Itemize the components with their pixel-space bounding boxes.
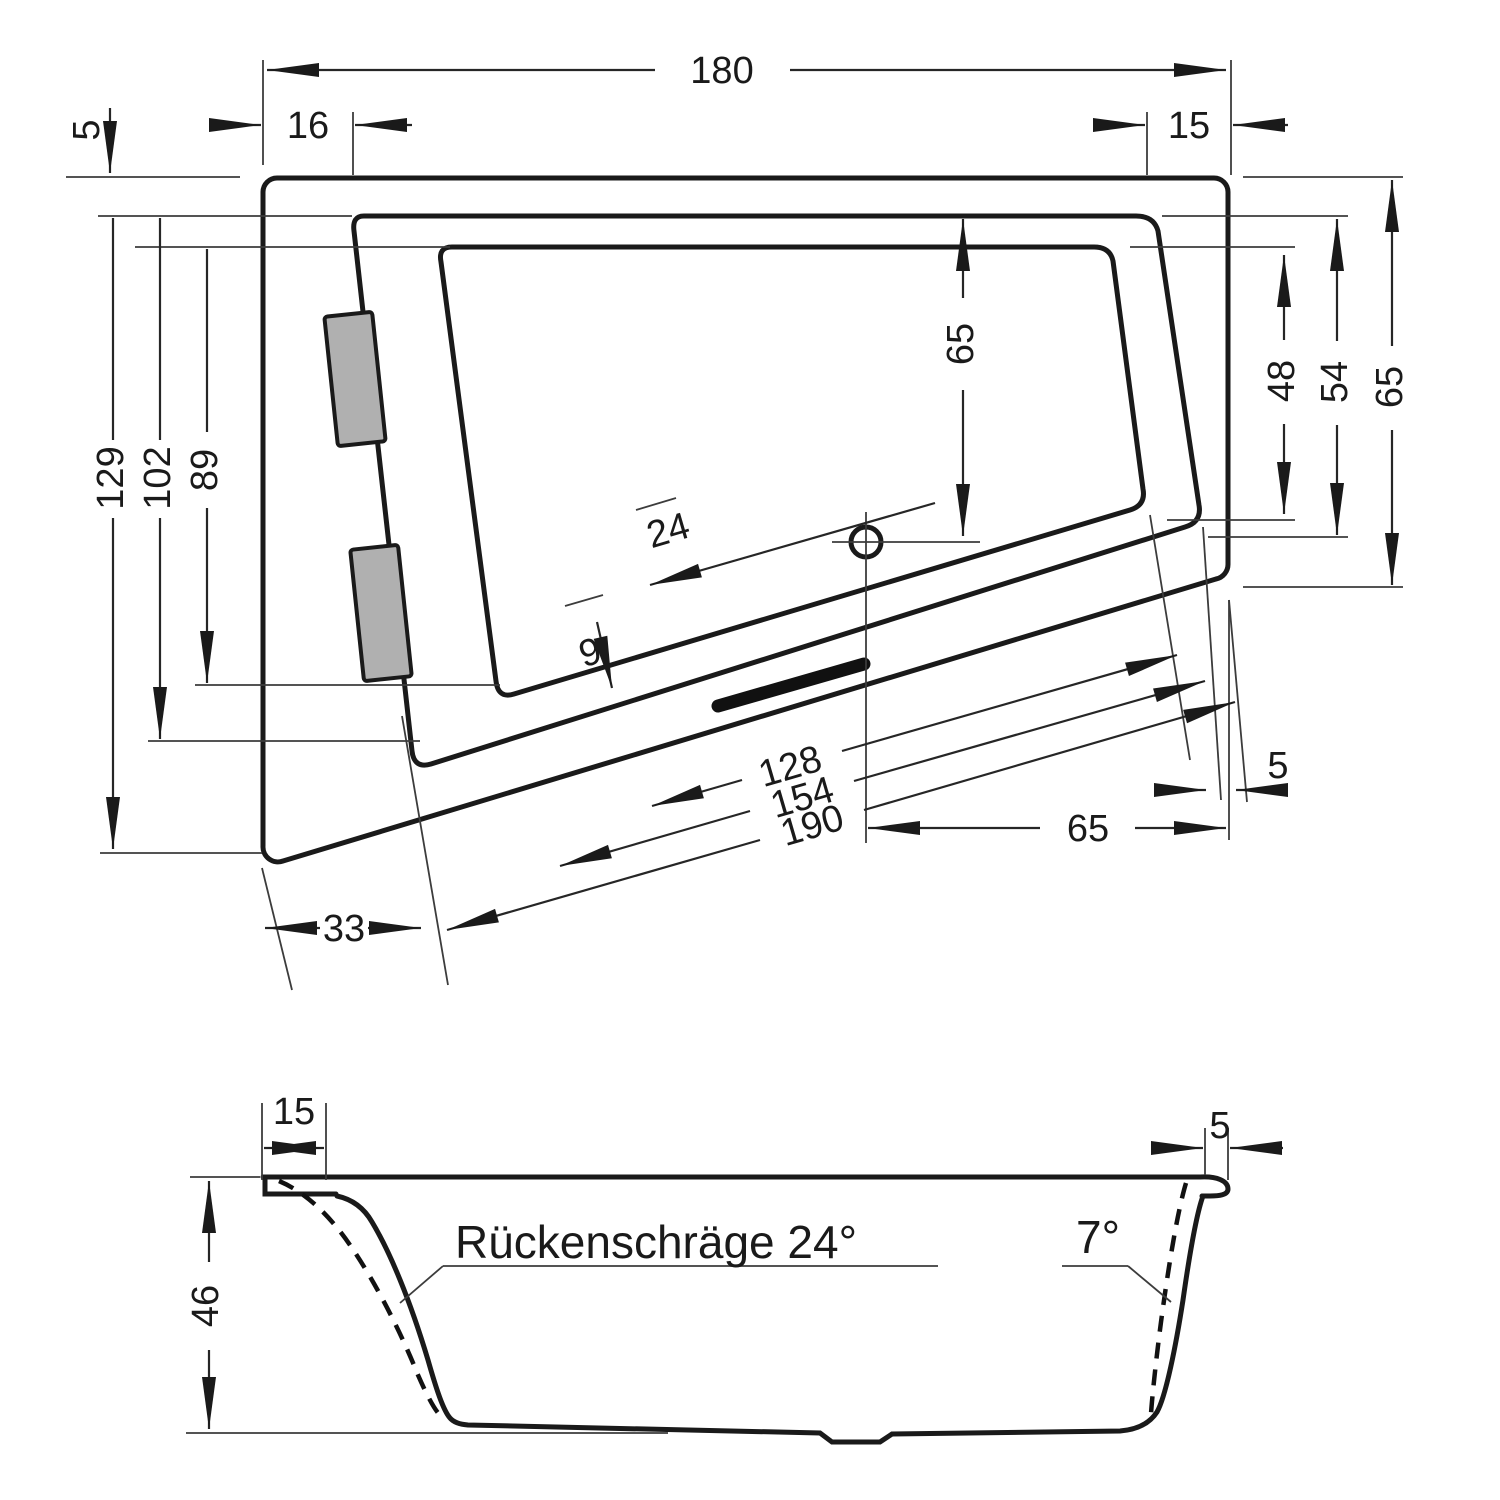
dim-section-depth: 46 (185, 1285, 227, 1327)
dim-left-inset: 16 (287, 105, 329, 147)
section-back-slope-dashed (278, 1178, 443, 1418)
section-foot-slope-dashed (1148, 1182, 1189, 1415)
outer-contour (260, 175, 1231, 865)
section-body-outline (334, 1193, 1206, 1445)
dim-left-basin: 89 (184, 449, 226, 491)
plan-extension-lines (66, 60, 1403, 991)
section-extension-lines (186, 1103, 1229, 1434)
dim-bottom-right-gap: 5 (1267, 745, 1288, 787)
plan-view: 180 16 15 5 129 102 89 65 (66, 50, 1411, 991)
dim-section-left-rim: 15 (273, 1091, 315, 1133)
dim-right-basin: 48 (1261, 360, 1303, 402)
label-foot-slope: 7° (1076, 1211, 1120, 1263)
dim-rim-offset-top: 5 (66, 119, 108, 140)
dim-bottom-left-offset: 33 (323, 908, 365, 950)
dim-center-depth: 65 (940, 323, 982, 365)
dim-drain-offset: 24 (642, 505, 694, 557)
dim-right-inset: 15 (1168, 105, 1210, 147)
headrest-bottom (348, 543, 414, 683)
dim-left-rim: 102 (137, 446, 179, 509)
dim-drain-to-right: 65 (1067, 808, 1109, 850)
dim-right-outer: 65 (1369, 366, 1411, 408)
headrest-top (322, 310, 388, 448)
section-dimensions: 15 5 46 Rückenschräge 24° 7° (185, 1091, 1283, 1429)
label-back-slope: Rückenschräge 24° (455, 1216, 857, 1268)
basin-contour (438, 244, 1146, 698)
section-view: 15 5 46 Rückenschräge 24° 7° (185, 1091, 1283, 1445)
dim-section-right-rim: 5 (1209, 1105, 1230, 1147)
section-left-lip (262, 1174, 339, 1197)
section-right-lip (1197, 1174, 1231, 1199)
rim-contour (351, 213, 1202, 768)
dim-total-width: 180 (690, 50, 753, 92)
dim-right-rim: 54 (1314, 361, 1356, 403)
dim-left-outer: 129 (90, 446, 132, 509)
overflow-slot (711, 657, 871, 713)
dim-rim-gap: 9 (574, 630, 606, 676)
